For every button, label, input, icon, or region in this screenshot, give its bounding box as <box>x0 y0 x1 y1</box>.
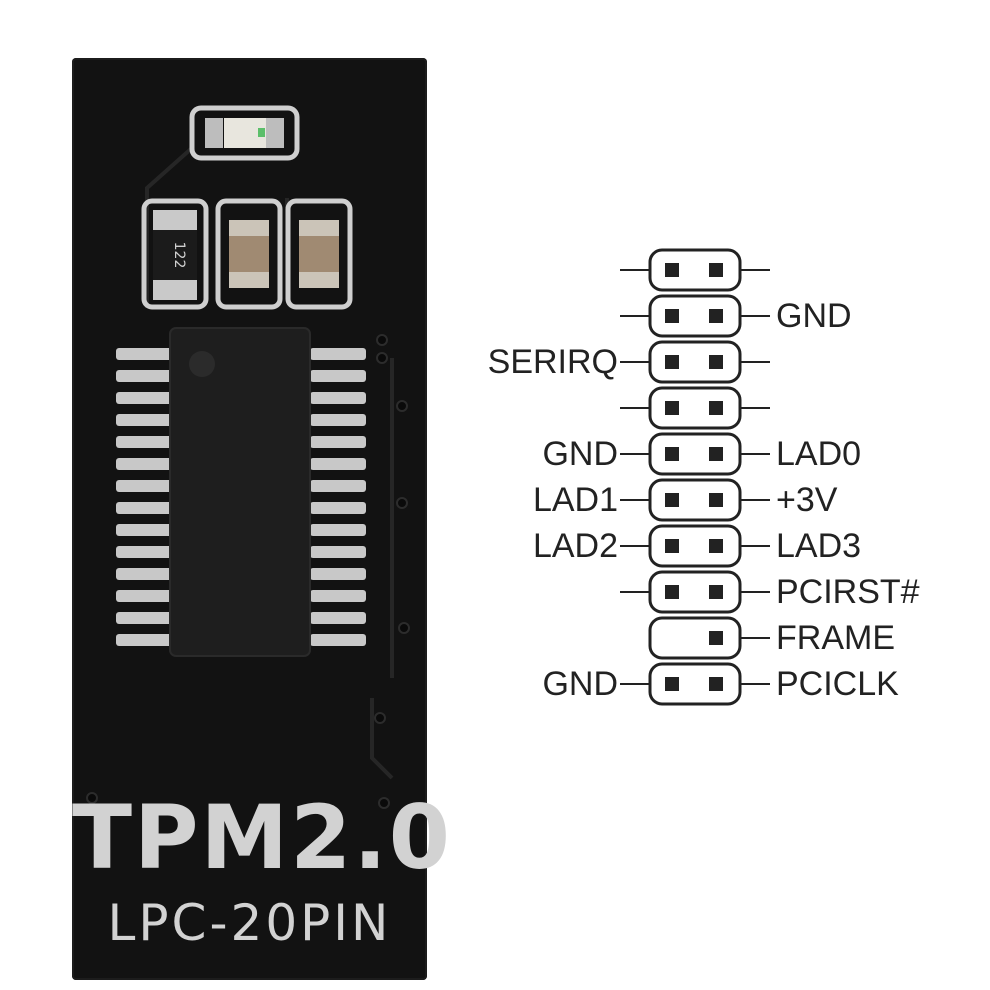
ic-pad <box>310 458 366 470</box>
header-pin <box>709 493 723 507</box>
ic-pad <box>310 546 366 558</box>
ic-pad <box>116 634 172 646</box>
pin-label-right: +3V <box>776 481 838 519</box>
ic-solder-pads <box>116 348 366 646</box>
ic-pad <box>116 568 172 580</box>
ic-pad <box>310 480 366 492</box>
header-pin-pair-outline <box>648 570 742 614</box>
pin-label-left: LAD1 <box>532 481 618 519</box>
header-pin <box>709 631 723 645</box>
ic-pad <box>116 348 172 360</box>
header-pin-pair-outline <box>648 340 742 384</box>
ic-pad <box>116 546 172 558</box>
resistor-marking: 122 <box>171 242 187 269</box>
ic-pad <box>116 370 172 382</box>
tpm-chip <box>169 327 311 657</box>
ic-pad <box>310 436 366 448</box>
board-artwork: 122 <box>86 105 410 809</box>
pin-label-left: GND <box>542 665 618 703</box>
header-row <box>620 478 770 522</box>
header-pin <box>709 585 723 599</box>
header-row <box>620 386 770 430</box>
header-pin <box>665 677 679 691</box>
header-pin <box>709 447 723 461</box>
header-row <box>620 570 770 614</box>
pin-label-left: GND <box>542 435 618 473</box>
header-row <box>620 662 770 706</box>
pin-label-right: PCIRST# <box>776 573 920 611</box>
header-pin <box>709 401 723 415</box>
header-pin <box>665 309 679 323</box>
pin-label-right: LAD3 <box>776 527 862 565</box>
header-pin <box>709 309 723 323</box>
ic-pad <box>116 612 172 624</box>
header-pin-pair-outline <box>648 386 742 430</box>
silkscreen-interface-label: LPC-20PIN <box>107 894 392 952</box>
ic-pad <box>310 568 366 580</box>
header-pin <box>665 585 679 599</box>
header-pin-pair-outline <box>648 478 742 522</box>
header-pin <box>665 493 679 507</box>
header-pin <box>665 539 679 553</box>
ic-pad <box>116 590 172 602</box>
ic-pad <box>116 480 172 492</box>
capacitor-2 <box>285 198 353 310</box>
silkscreen-model-label: TPM2.0 <box>72 786 452 889</box>
ic-pad <box>116 524 172 536</box>
header-pin <box>665 401 679 415</box>
header-connector <box>620 248 770 706</box>
ic-pad <box>116 414 172 426</box>
header-pin-pair-outline <box>648 294 742 338</box>
led-component <box>189 105 300 161</box>
header-pin <box>665 447 679 461</box>
ic-pad <box>310 370 366 382</box>
ic-pad <box>310 414 366 426</box>
header-pin <box>709 355 723 369</box>
pin-label-right: FRAME <box>776 619 895 657</box>
header-row <box>620 524 770 568</box>
pin-label-right: LAD0 <box>776 435 862 473</box>
tpm-module-board: 122 TPM2.0 LPC-20PIN <box>72 58 452 980</box>
header-pin-pair-outline <box>648 616 742 660</box>
capacitor-1 <box>215 198 283 310</box>
ic-pad <box>310 634 366 646</box>
pin-label-right: GND <box>776 297 852 335</box>
pin-label-left: LAD2 <box>532 527 618 565</box>
header-pin-pair-outline <box>648 662 742 706</box>
ic-pad <box>310 612 366 624</box>
pin-label-left: SERIRQ <box>487 343 618 381</box>
ic-pad <box>116 458 172 470</box>
header-pin-pair-outline <box>648 524 742 568</box>
header-row <box>620 432 770 476</box>
ic-pad <box>310 502 366 514</box>
pin-label-right: PCICLK <box>776 665 899 703</box>
ic-pad <box>310 348 366 360</box>
ic-pad <box>116 502 172 514</box>
header-row <box>620 340 770 384</box>
header-row <box>648 616 770 660</box>
ic-pad <box>310 392 366 404</box>
header-row <box>620 294 770 338</box>
ic-pad <box>116 392 172 404</box>
header-pin <box>709 263 723 277</box>
header-pin-pair-outline <box>648 432 742 476</box>
resistor-122: 122 <box>141 198 209 310</box>
ic-pad <box>116 436 172 448</box>
header-pin <box>709 539 723 553</box>
header-row <box>620 248 770 292</box>
header-pin <box>709 677 723 691</box>
header-pin <box>665 263 679 277</box>
ic-pad <box>310 524 366 536</box>
header-pin <box>665 355 679 369</box>
header-pin-pair-outline <box>648 248 742 292</box>
ic-pad <box>310 590 366 602</box>
